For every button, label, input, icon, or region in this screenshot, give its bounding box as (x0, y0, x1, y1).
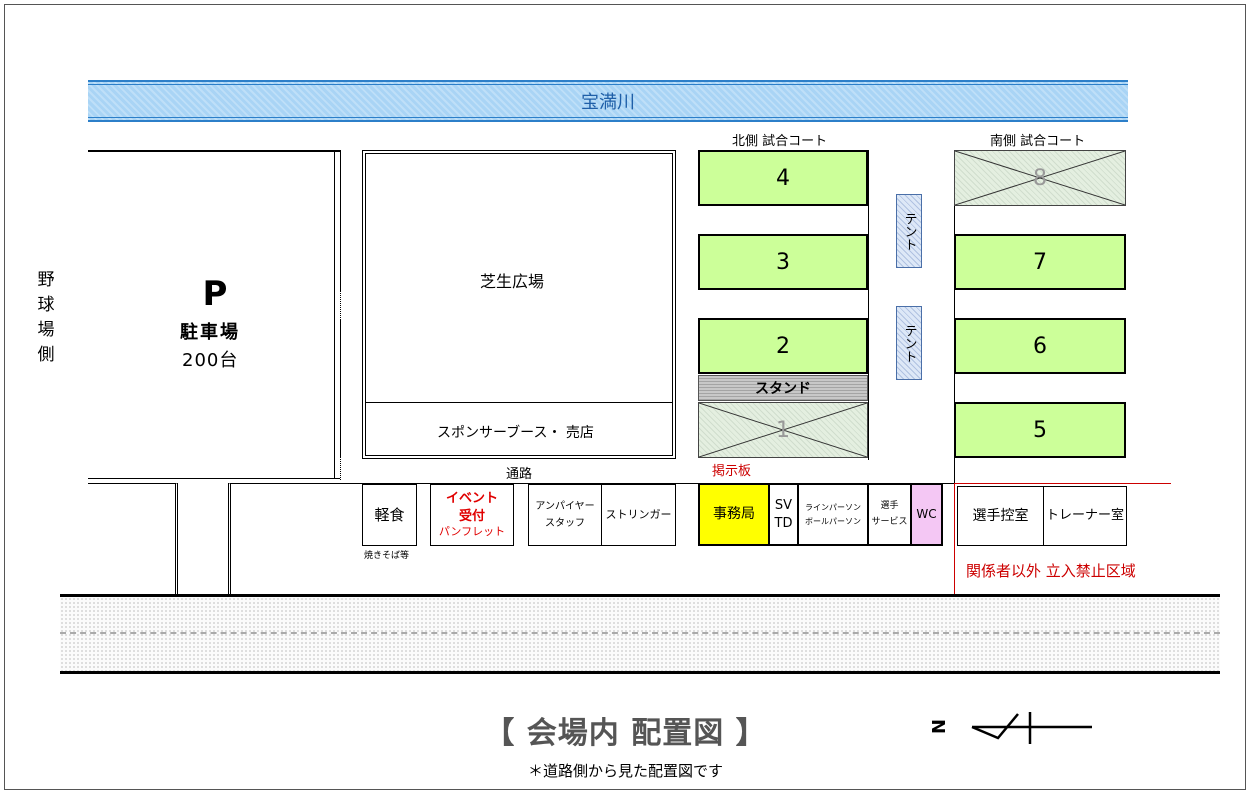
wc-booth: WC (911, 483, 943, 546)
parking-gate-dotted-2 (340, 456, 341, 480)
south-courts-edge (954, 150, 955, 484)
player-waiting-room: 選手控室 (957, 486, 1044, 546)
compass: N (926, 704, 1096, 754)
parking-right-border (334, 150, 335, 478)
sponsor-divider (365, 402, 673, 403)
sponsor-booth-label: スポンサーブース・ 売店 (437, 425, 594, 441)
map-footnote: ＊道路側から見た配置図です (527, 762, 723, 780)
restricted-boundary-left (954, 483, 955, 594)
baseball-side-label: 野 球 場 側 (37, 270, 55, 365)
parking-bottom-border (88, 478, 340, 479)
court-1-unavailable: 1 (698, 402, 868, 458)
unavailable-cross-icon (699, 403, 867, 457)
court-5: 5 (954, 402, 1126, 458)
north-courts-title: 北側 試合コート (732, 134, 828, 149)
sv-td-booth: SV TD (769, 483, 799, 546)
lower-main-lot (228, 483, 954, 595)
road-center-line (60, 632, 1220, 634)
unavailable-cross-icon (955, 151, 1125, 205)
court-8-unavailable: 8 (954, 150, 1126, 206)
south-courts-title: 南側 試合コート (990, 134, 1086, 149)
stringer-booth: ストリンガー (601, 484, 676, 546)
court-3: 3 (698, 234, 868, 290)
court-6: 6 (954, 318, 1126, 374)
passage-label: 通路 (506, 467, 533, 482)
grass-plaza (362, 150, 676, 459)
map-title: 【 会場内 配置図 】 (484, 716, 767, 751)
tent-1: テント (896, 194, 922, 268)
line-ball-persons-booth: ラインパーソン ボールパーソン (798, 483, 869, 546)
grass-plaza-label: 芝生広場 (480, 272, 545, 291)
north-courts-edge (868, 150, 869, 460)
umpire-staff-booth: アンパイヤー スタッフ (528, 484, 602, 546)
lower-left-lot (88, 483, 178, 595)
parking-symbol: P (202, 274, 228, 314)
river: 宝満川 (88, 80, 1128, 122)
office-booth: 事務局 (698, 483, 770, 546)
player-service-booth: 選手 サービス (868, 483, 912, 546)
parking-right-border-inner-2 (340, 320, 341, 456)
road (60, 594, 1220, 674)
parking-label: 駐車場 (180, 322, 240, 343)
north-arrow-icon (971, 712, 1092, 744)
snack-booth: 軽食 (362, 484, 417, 546)
trainer-room: トレーナー室 (1043, 486, 1127, 546)
snack-booth-note: 焼きそば等 (364, 551, 410, 561)
parking-top-border (88, 150, 340, 152)
event-reception-booth: イベント 受付 パンフレット (430, 484, 514, 546)
court-2: 2 (698, 318, 868, 374)
stand: スタンド (698, 375, 868, 401)
parking-capacity: 200台 (182, 350, 239, 371)
court-7: 7 (954, 234, 1126, 290)
tent-2: テント (896, 306, 922, 380)
restricted-area-label: 関係者以外 立入禁止区域 (966, 562, 1136, 580)
map-frame (4, 4, 1246, 790)
river-label: 宝満川 (581, 92, 635, 113)
parking-gate-dotted (340, 290, 341, 320)
parking-right-border-inner (340, 150, 341, 290)
court-4: 4 (698, 150, 868, 206)
notice-board-label: 掲示板 (712, 464, 752, 479)
restricted-boundary-top (954, 483, 1171, 484)
